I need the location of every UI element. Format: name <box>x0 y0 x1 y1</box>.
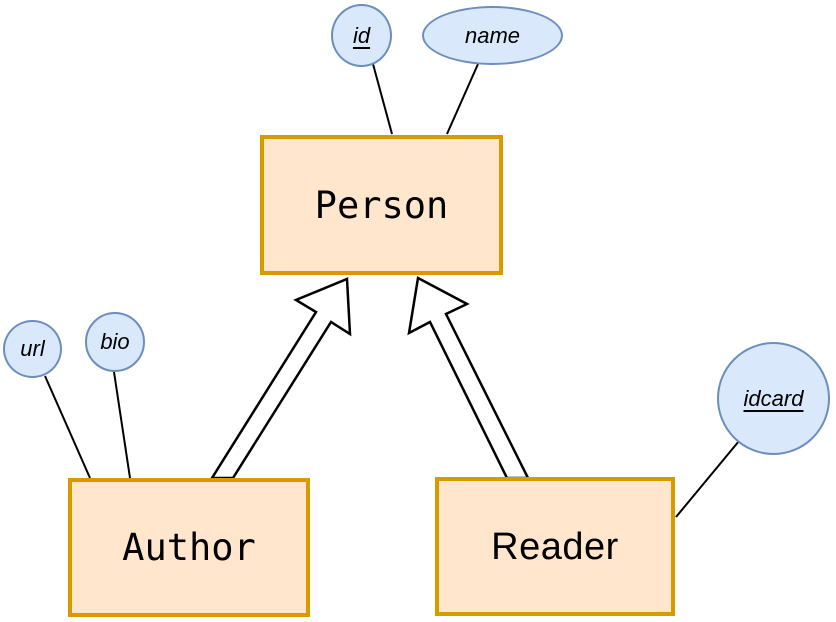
attribute-url: url <box>3 320 62 378</box>
entity-person: Person <box>260 135 503 275</box>
entity-author: Author <box>68 478 310 617</box>
connector-bio-author <box>113 371 131 479</box>
attribute-name: name <box>422 6 563 65</box>
connector-id-person <box>372 63 393 135</box>
attribute-bio: bio <box>85 312 145 372</box>
isa-arrow-reader-person <box>407 276 531 480</box>
connector-name-person <box>446 63 479 135</box>
attribute-bio-label: bio <box>100 329 130 354</box>
connector-url-author <box>44 375 91 479</box>
entity-author-label: Author <box>122 526 256 569</box>
entity-reader: Reader <box>435 477 675 616</box>
attribute-id: id <box>331 4 392 67</box>
entity-reader-label: Reader <box>491 525 619 568</box>
attribute-url-label: url <box>20 336 45 361</box>
attribute-name-label: name <box>464 22 521 48</box>
attribute-id-label: id <box>352 22 371 48</box>
entity-person-label: Person <box>314 183 449 227</box>
connector-idcard-reader <box>675 440 740 518</box>
attribute-idcard: idcard <box>717 342 830 455</box>
attribute-idcard-label: idcard <box>743 385 804 411</box>
isa-arrow-author-person <box>209 277 352 480</box>
